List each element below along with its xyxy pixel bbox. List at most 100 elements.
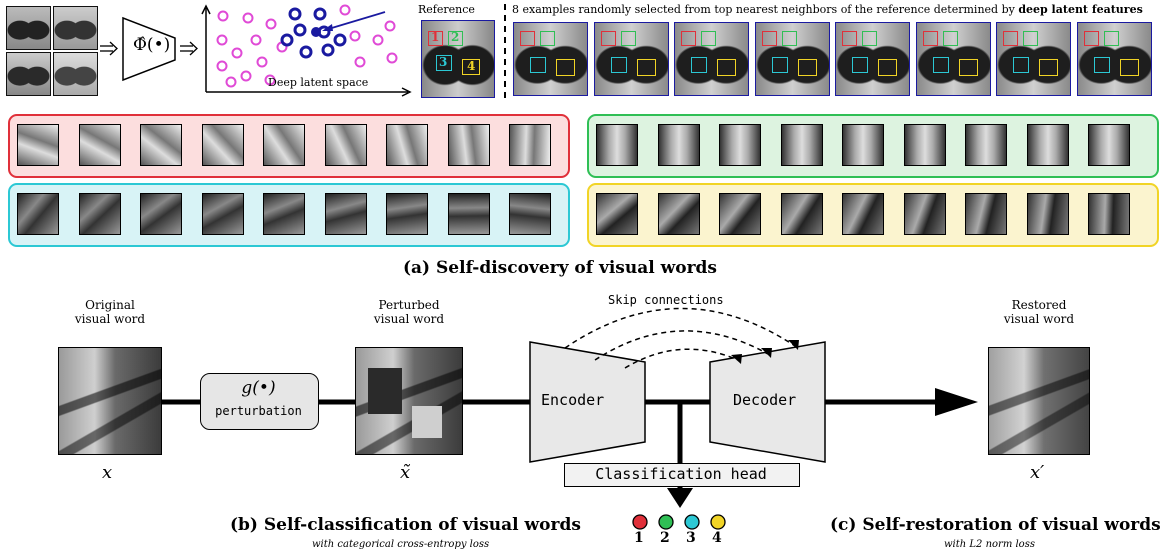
neighbor-patch-box xyxy=(862,31,877,46)
visual-word-thumbnail-cyan xyxy=(263,193,305,235)
neighbor-patch-box xyxy=(932,57,949,73)
neighbors-text: 8 examples randomly selected from top ne… xyxy=(512,3,1019,16)
neighbor-patch-box xyxy=(520,31,535,46)
visual-word-thumbnail-green xyxy=(596,124,638,166)
neighbor-patch-box xyxy=(878,59,897,76)
class-label-3: 3 xyxy=(686,530,696,546)
skip-connections xyxy=(564,307,796,369)
perturbed-label: Perturbed visual word xyxy=(373,298,445,326)
visual-word-thumbnail-green xyxy=(780,124,823,166)
visual-word-thumbnail-red xyxy=(386,124,428,166)
neighbor-patch-box xyxy=(797,59,817,76)
latent-reference-point xyxy=(311,27,321,37)
class-dots xyxy=(632,514,726,530)
neighbor-xray xyxy=(754,22,830,96)
light-perturbation-block xyxy=(412,406,442,438)
neighbor-patch-box xyxy=(540,31,555,46)
classification-head-label: Classification head xyxy=(595,465,767,483)
caption-a: (a) Self-discovery of visual words xyxy=(403,258,718,278)
panel-bc-svg xyxy=(162,307,978,530)
visual-word-thumbnail-cyan xyxy=(78,193,121,235)
visual-word-thumbnail-green xyxy=(842,124,884,166)
latent-space-label: Deep latent space xyxy=(268,76,369,89)
latent-space-axes xyxy=(201,4,412,97)
neighbor-patch-box xyxy=(701,31,716,46)
neighbor-patch-box xyxy=(1013,57,1029,73)
neighbor-xray-row xyxy=(513,22,1158,96)
visual-word-thumbnail-yellow xyxy=(1026,193,1069,235)
restored-symbol: x′ xyxy=(1030,462,1045,483)
neighbor-xray xyxy=(1076,22,1152,96)
visual-word-thumbnail-red xyxy=(17,124,59,166)
visual-word-thumbnail-yellow xyxy=(1088,193,1130,235)
neighbor-patch-box xyxy=(1083,31,1099,46)
visual-word-thumbnail-red xyxy=(78,124,121,166)
phi-encoder-shape xyxy=(122,16,176,82)
caption-b: (b) Self-classification of visual words xyxy=(230,515,581,535)
neighbors-caption: 8 examples randomly selected from top ne… xyxy=(512,3,1143,16)
visual-word-thumbnail-yellow xyxy=(719,193,761,235)
neighbor-patch-box xyxy=(1039,59,1058,76)
dark-perturbation-block xyxy=(368,368,402,414)
visual-word-thumbnail-green xyxy=(1088,124,1130,166)
visual-word-thumbnail-cyan xyxy=(17,193,59,235)
perturbed-visual-word xyxy=(355,347,463,455)
neighbor-patch-box xyxy=(1093,57,1110,73)
neighbor-patch-box xyxy=(556,59,575,76)
phi-label: Φ̂(•) xyxy=(133,35,171,55)
perturbation-box xyxy=(200,373,319,430)
ref-patch-number-1: 1 xyxy=(431,30,440,44)
neighbor-patch-box xyxy=(620,31,636,46)
original-label: Original visual word xyxy=(74,298,146,326)
visual-word-thumbnail-yellow xyxy=(780,193,823,235)
subcaption-c: with L2 norm loss xyxy=(944,539,1035,550)
neighbor-patch-box xyxy=(1003,31,1018,46)
class-label-4: 4 xyxy=(712,530,722,546)
visual-word-thumbnail-cyan xyxy=(140,193,182,235)
encoder-label: Encoder xyxy=(541,391,605,409)
ref-patch-number-4: 4 xyxy=(467,59,476,73)
neighbor-xray xyxy=(915,22,991,96)
visual-word-thumbnail-green xyxy=(1026,124,1069,166)
visual-word-thumbnail-yellow xyxy=(842,193,884,235)
visual-word-thumbnail-yellow xyxy=(596,193,638,235)
output-arrowhead xyxy=(935,388,978,416)
class-label-1: 1 xyxy=(634,530,644,546)
neighbor-patch-box xyxy=(958,59,978,76)
neighbor-patch-box xyxy=(610,57,627,73)
neighbor-patch-box xyxy=(852,57,868,73)
neighbor-xray xyxy=(835,22,910,96)
neighbor-patch-box xyxy=(681,31,696,46)
latent-neighbor-points xyxy=(280,7,347,59)
neighbor-patch-box xyxy=(600,31,616,46)
caption-c: (c) Self-restoration of visual words xyxy=(830,515,1161,535)
visual-word-thumbnail-green xyxy=(719,124,761,166)
visual-word-thumbnail-yellow xyxy=(965,193,1007,235)
implies-arrow-1 xyxy=(100,41,118,56)
reference-arrow xyxy=(322,11,386,31)
encoder-shape xyxy=(529,341,646,463)
visual-word-thumbnail-red xyxy=(447,124,490,166)
perturbed-symbol: x̃ xyxy=(400,462,411,483)
visual-word-thumbnail-red xyxy=(509,124,551,166)
neighbor-xray xyxy=(593,22,669,96)
decoder-label: Decoder xyxy=(733,391,797,409)
neighbor-patch-box xyxy=(781,31,797,46)
neighbor-patch-box xyxy=(530,57,546,73)
visual-word-thumbnail-cyan xyxy=(447,193,490,235)
visual-word-thumbnail-red xyxy=(140,124,182,166)
neighbor-patch-box xyxy=(691,57,707,73)
original-visual-word xyxy=(58,347,162,455)
visual-word-thumbnail-green xyxy=(903,124,946,166)
perturbation-label: perturbation xyxy=(215,404,302,418)
neighbor-patch-box xyxy=(1119,59,1139,76)
neighbor-patch-box xyxy=(717,59,736,76)
neighbor-patch-box xyxy=(922,31,938,46)
classification-head-box xyxy=(564,463,800,487)
restored-label: Restored visual word xyxy=(1003,298,1075,326)
visual-word-thumbnail-green xyxy=(965,124,1007,166)
visual-word-thumbnail-green xyxy=(657,124,700,166)
visual-word-thumbnail-red xyxy=(324,124,367,166)
neighbor-patch-box xyxy=(1023,31,1038,46)
neighbor-xray xyxy=(674,22,749,96)
